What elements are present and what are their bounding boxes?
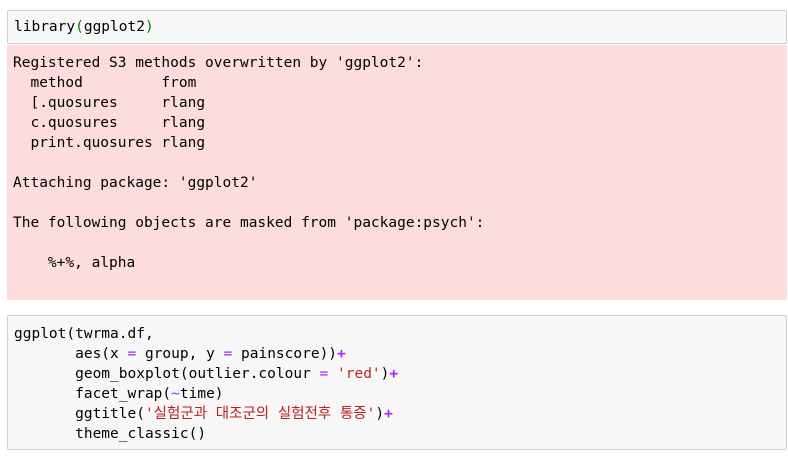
output-line: The following objects are masked from 'p… (13, 215, 485, 231)
code-token-paren: ( (75, 19, 84, 35)
code-token: ggtitle( (14, 406, 145, 422)
output-line: [.quosures rlang (13, 95, 206, 111)
output-line (13, 233, 484, 253)
output-line: Attaching package: 'ggplot2' (13, 175, 258, 191)
code-token-operator: ~ (171, 386, 180, 402)
output-line (13, 193, 484, 213)
output-line: method from (13, 75, 206, 91)
code-token-arg: ggplot2 (83, 19, 145, 35)
code-cell-library[interactable]: library(ggplot2) (7, 10, 787, 44)
code-token-operator: = (223, 346, 233, 362)
code-token-string: 'red' (337, 366, 381, 382)
code-token: group, y (136, 346, 224, 362)
output-line: print.quosures rlang (13, 135, 206, 151)
code-token-fn: library (14, 19, 76, 35)
output-line: %+%, alpha (13, 255, 136, 271)
code-token: theme_classic() (14, 426, 207, 442)
code-editor[interactable]: ggplot(twrma.df, aes(x = group, y = pain… (14, 324, 398, 444)
code-token: aes(x (14, 346, 128, 362)
output-line: Registered S3 methods overwritten by 'gg… (13, 55, 424, 71)
code-line: facet_wrap(~time) (14, 384, 398, 404)
code-token: time) (179, 386, 224, 402)
code-token-plus: + (337, 346, 346, 362)
code-editor[interactable]: library(ggplot2) (14, 17, 154, 37)
output-line (13, 153, 484, 173)
code-token: geom_boxplot(outlier.colour (14, 366, 320, 382)
code-token-plus: + (389, 366, 399, 382)
code-line: geom_boxplot(outlier.colour = 'red')+ (14, 364, 398, 384)
code-token: ) (380, 366, 390, 382)
code-token: ) (375, 406, 385, 422)
cell-output-stderr: Registered S3 methods overwritten by 'gg… (7, 45, 787, 300)
code-line: theme_classic() (14, 424, 398, 444)
code-token-plus: + (384, 406, 393, 422)
code-cell-ggplot[interactable]: ggplot(twrma.df, aes(x = group, y = pain… (7, 315, 787, 450)
code-token (328, 366, 337, 382)
code-line: ggplot(twrma.df, (14, 324, 398, 344)
code-token-paren: ) (144, 19, 154, 35)
output-line: c.quosures rlang (13, 115, 206, 131)
code-token-string: '실험군과 대조군의 실험전후 통증' (144, 406, 376, 422)
code-line: aes(x = group, y = painscore))+ (14, 344, 398, 364)
code-line: ggtitle('실험군과 대조군의 실험전후 통증')+ (14, 404, 398, 424)
code-token: facet_wrap( (14, 386, 172, 402)
code-token-operator: = (319, 366, 329, 382)
code-token: painscore)) (232, 346, 338, 362)
output-text: Registered S3 methods overwritten by 'gg… (13, 53, 484, 273)
code-token: ggplot(twrma.df, (14, 326, 154, 342)
code-token-operator: = (127, 346, 137, 362)
